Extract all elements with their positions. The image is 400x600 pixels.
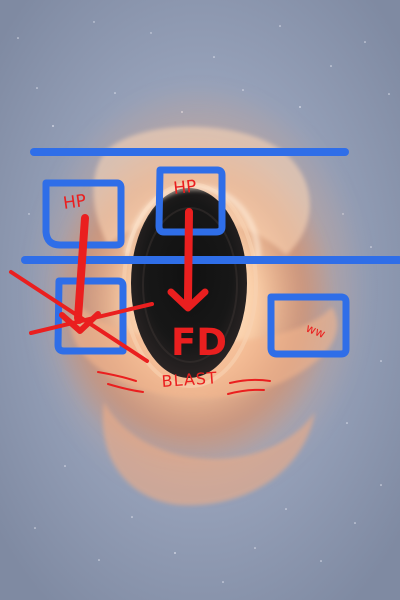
- red-x-center: [75, 316, 83, 324]
- star: [346, 422, 348, 424]
- center-label: FD: [171, 321, 227, 364]
- star: [174, 552, 176, 554]
- star: [370, 246, 372, 248]
- star: [36, 87, 38, 89]
- red-x-stroke-b: [29, 302, 154, 335]
- star: [64, 465, 66, 467]
- star: [213, 56, 215, 58]
- bottom-accretion: [102, 402, 315, 506]
- star: [380, 360, 382, 362]
- red-annotations: [9, 208, 271, 395]
- blast-mark-right-a: [229, 378, 271, 384]
- star: [114, 92, 116, 94]
- blast-label: BLAST: [161, 368, 218, 391]
- star: [28, 213, 30, 215]
- star: [93, 21, 95, 23]
- left-top-box: [42, 179, 125, 249]
- blue-structure: [21, 148, 400, 358]
- right-top-box: [155, 166, 226, 236]
- sketch-overlay: HP HP FD ww BLAST: [9, 148, 400, 395]
- star: [254, 547, 256, 549]
- star: [299, 106, 301, 108]
- blast-mark-left-b: [107, 383, 144, 393]
- scribble-label: ww: [304, 321, 328, 341]
- star: [330, 65, 332, 67]
- left-vertical-arrow: [74, 214, 89, 322]
- star: [380, 484, 382, 486]
- left-box-label: HP: [62, 191, 88, 214]
- star: [98, 559, 100, 561]
- star: [150, 32, 152, 34]
- star: [279, 25, 281, 27]
- star: [222, 581, 224, 583]
- blast-mark-left-a: [97, 371, 137, 382]
- star: [34, 527, 36, 529]
- right-vertical-arrow: [184, 208, 193, 304]
- star: [320, 560, 322, 562]
- inner-ring: [142, 207, 238, 363]
- star: [364, 41, 366, 43]
- left-lower-box: [54, 277, 127, 355]
- star: [17, 37, 19, 39]
- star: [131, 516, 133, 518]
- ring-highlight: [124, 184, 262, 262]
- right-box-label: HP: [172, 177, 197, 199]
- star: [388, 93, 390, 95]
- star: [285, 508, 287, 510]
- star: [354, 522, 356, 524]
- star: [242, 89, 244, 91]
- right-arrow-head: [167, 288, 209, 312]
- star: [52, 125, 54, 127]
- blast-mark-right-b: [227, 388, 265, 395]
- right-lower-box: [267, 293, 350, 358]
